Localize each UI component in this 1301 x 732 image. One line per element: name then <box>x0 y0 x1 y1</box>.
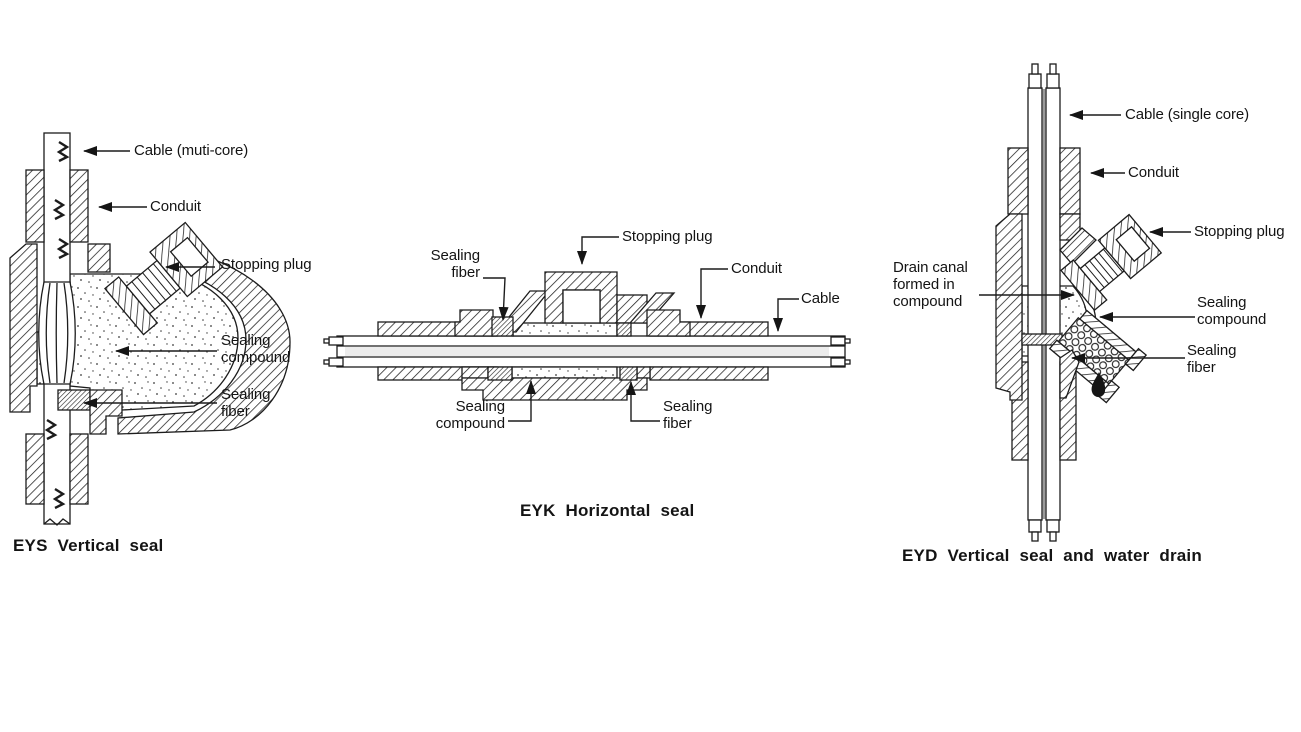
eys-stopping-plug-shape <box>104 221 224 336</box>
caption-eys: EYS Vertical seal <box>13 536 164 555</box>
eyk-sealing-compound-shape <box>512 322 618 337</box>
eyk-body-shape <box>461 377 648 401</box>
eys-body-shape <box>117 247 291 435</box>
label-eyd-drain-canal: Drain canal formed in compound <box>893 259 968 310</box>
eyd-diagram <box>995 63 1163 542</box>
label-eyk-sealing-compound: Sealing compound <box>435 398 505 432</box>
label-eyk-sealing-fiber-right: Sealing fiber <box>663 398 713 432</box>
eyd-stopping-plug-shape <box>1060 213 1163 312</box>
eyd-cable-shape <box>1027 87 1043 521</box>
label-eyd-sealing-fiber: Sealing fiber <box>1187 342 1237 376</box>
label-eyd-sealing-compound: Sealing compound <box>1197 294 1267 328</box>
label-eyk-sealing-fiber-left: Sealing fiber <box>430 247 480 281</box>
label-eyk-cable: Cable <box>801 290 840 307</box>
label-eys-sealing-fiber: Sealing fiber <box>221 386 271 420</box>
label-eys-stopping-plug: Stopping plug <box>221 256 312 273</box>
label-eyd-stopping-plug: Stopping plug <box>1194 223 1285 240</box>
leader-lines <box>83 110 1195 422</box>
caption-eyd: EYD Vertical seal and water drain <box>902 546 1202 565</box>
eys-sealing-compound-shape <box>69 273 239 411</box>
eys-sealing-fiber-shape <box>57 389 91 411</box>
eys-diagram <box>9 132 291 526</box>
label-eys-cable: Cable (muti-core) <box>134 142 249 159</box>
eys-conduit-shape <box>25 169 45 243</box>
eyd-body-wall <box>995 213 1023 401</box>
label-eyd-cable: Cable (single core) <box>1125 106 1249 123</box>
label-eyk-stopping-plug: Stopping plug <box>622 228 713 245</box>
eys-body-wall <box>9 243 38 413</box>
label-eys-sealing-compound: Sealing compound <box>221 332 291 366</box>
eyk-diagram <box>323 271 851 401</box>
water-drop-icon <box>1091 372 1106 398</box>
label-eyd-conduit: Conduit <box>1128 164 1180 181</box>
eyk-sealing-fiber-shape <box>487 316 638 381</box>
label-eyk-conduit: Conduit <box>731 260 783 277</box>
eys-cable-break-marks <box>44 140 70 510</box>
label-eys-conduit: Conduit <box>150 198 202 215</box>
caption-eyk: EYK Horizontal seal <box>520 501 695 520</box>
eyd-conduit-shape <box>1007 147 1029 215</box>
